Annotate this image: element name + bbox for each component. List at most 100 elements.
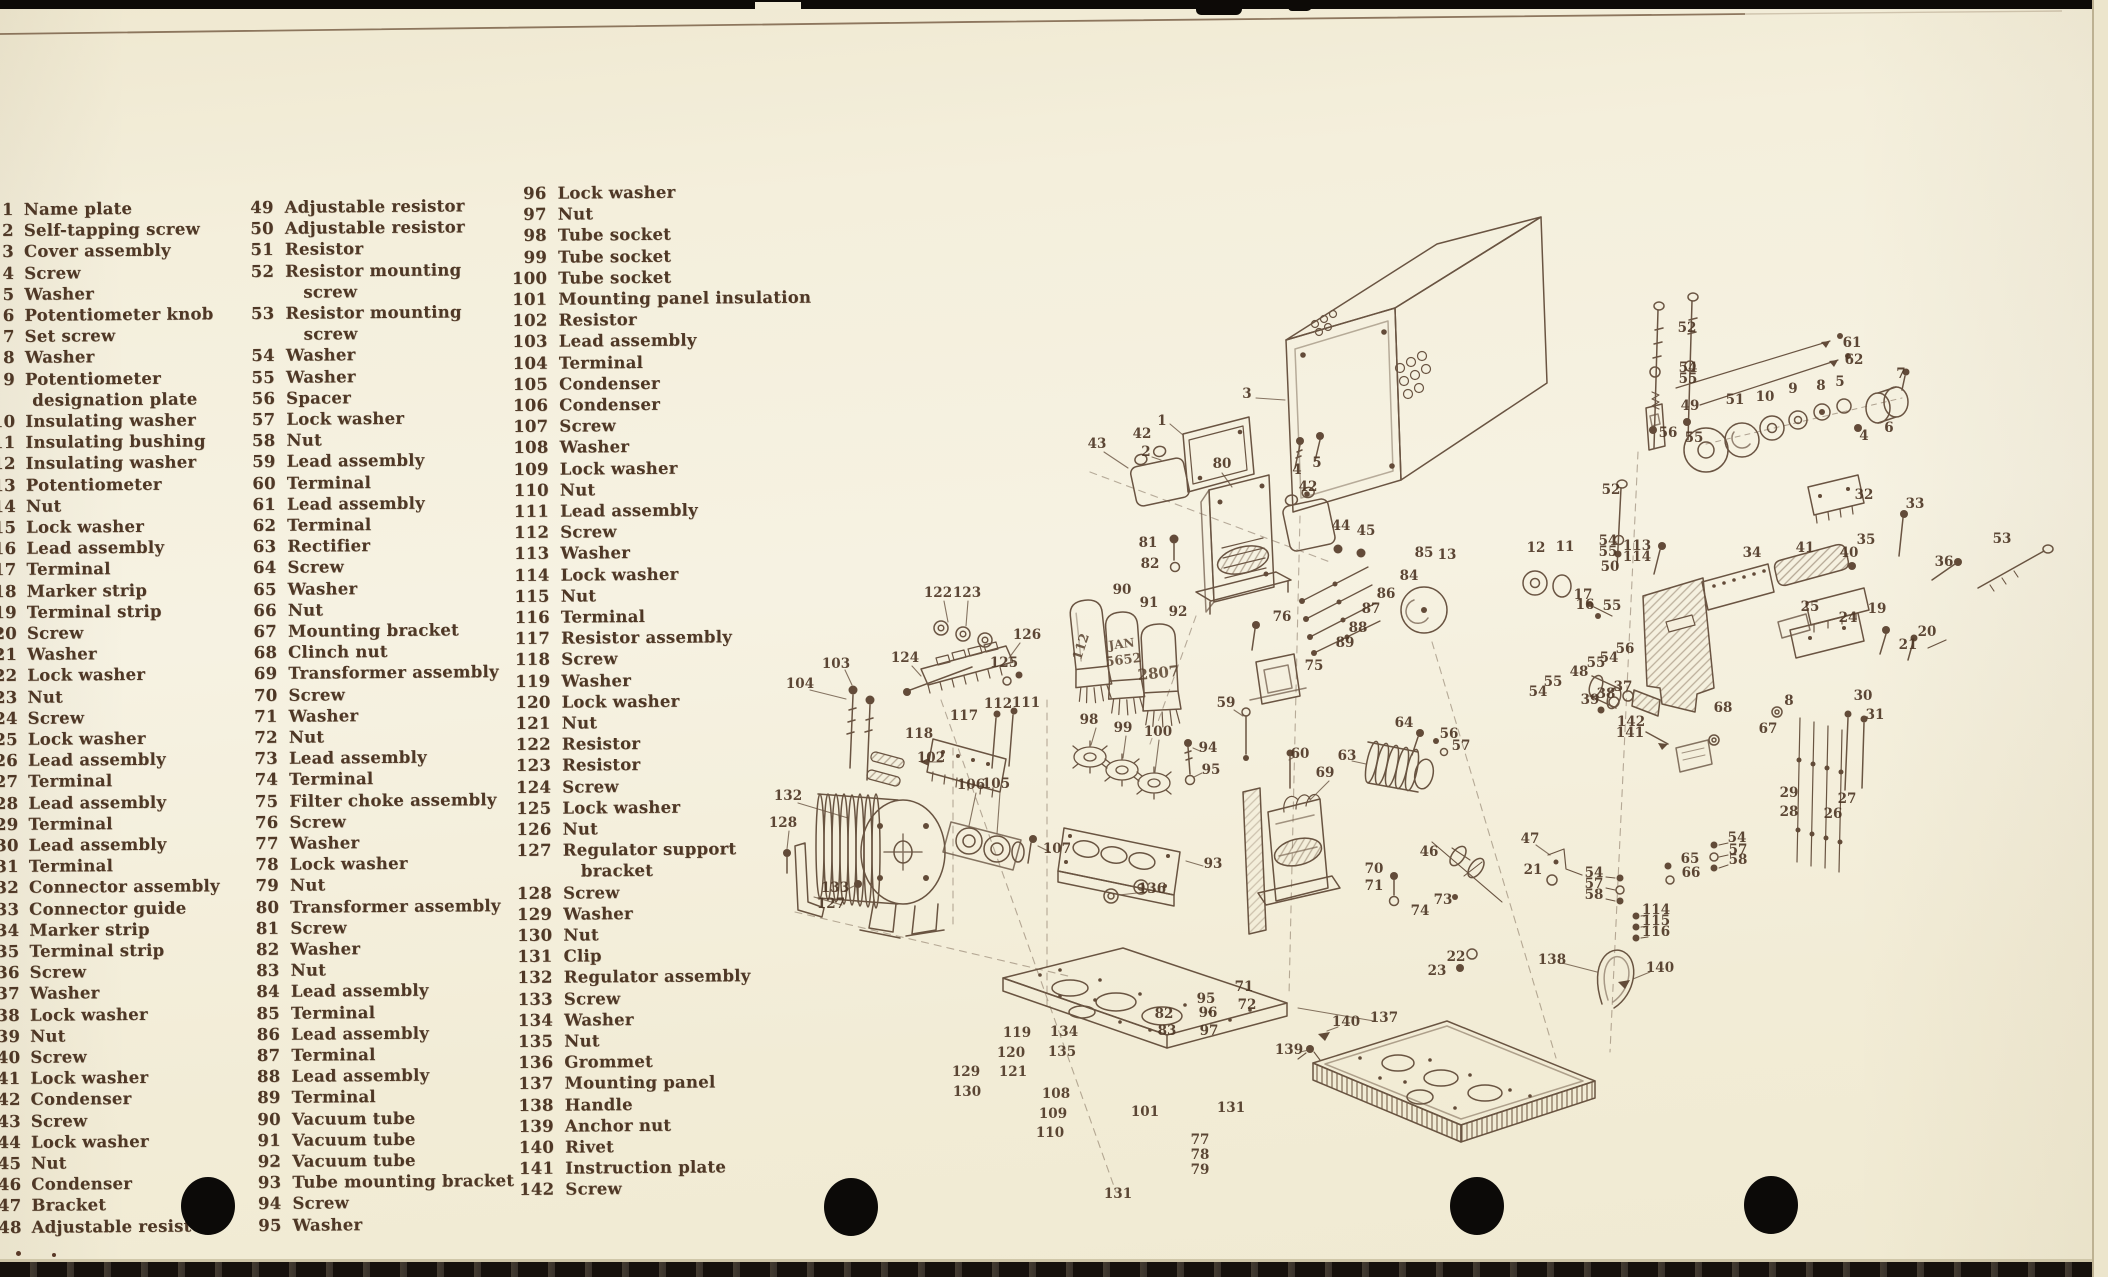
transformer-69 xyxy=(1242,787,1341,935)
diagram-callout: 82 xyxy=(1141,556,1160,572)
diagram-callout: 2 xyxy=(1141,444,1150,460)
diagram-callout: 90 xyxy=(1113,582,1132,598)
diagram-callout: 71 xyxy=(1365,878,1384,894)
diagram-callout: 55 xyxy=(1679,371,1698,387)
diagram-callout: 19 xyxy=(1868,601,1887,617)
diagram-callout: 122 xyxy=(924,585,952,601)
diagram-callout: 1 xyxy=(1157,413,1166,429)
diagram-callout: 22 xyxy=(1447,949,1466,965)
diagram-callout: 4 xyxy=(1859,428,1868,444)
filter-choke-75 xyxy=(1249,653,1307,705)
diagram-callout: 102 xyxy=(917,750,945,766)
punch-hole xyxy=(824,1178,878,1236)
condenser-42b xyxy=(1282,486,1336,552)
diagram-callout: 16 xyxy=(1576,597,1595,613)
diagram-callout: 66 xyxy=(1682,865,1701,881)
diagram-callout: 94 xyxy=(1199,740,1218,756)
diagram-callout: 123 xyxy=(953,585,981,601)
diagram-callout: 87 xyxy=(1362,601,1381,617)
diagram-callout: 99 xyxy=(1114,720,1133,736)
diagram-callout: 142 xyxy=(1617,714,1645,730)
diagram-callout: 78 xyxy=(1191,1147,1210,1163)
diagram-callout: 98 xyxy=(1080,712,1099,728)
diagram-callout: 29 xyxy=(1780,785,1799,801)
diagram-callout: 50 xyxy=(1601,559,1620,575)
diagram-callout: 119 xyxy=(1003,1025,1031,1041)
diagram-callout: 95 xyxy=(1202,762,1221,778)
diagram-callout: 54 xyxy=(1585,865,1604,881)
diagram-callout: 48 xyxy=(1570,664,1589,680)
diagram-callout: 129 xyxy=(952,1064,980,1080)
diagram-callout: 93 xyxy=(1204,856,1223,872)
diagram-callout: 59 xyxy=(1217,695,1236,711)
diagram-callout: 46 xyxy=(1420,844,1439,860)
diagram-callout: 114 xyxy=(1642,902,1670,918)
diagram-callout: 55 xyxy=(1599,544,1618,560)
diagram-callout: 56 xyxy=(1659,425,1678,441)
diagram-callout: 12 xyxy=(1527,540,1546,556)
diagram-callout: 37 xyxy=(1614,679,1633,695)
vacuum-tubes xyxy=(1069,599,1182,728)
diagram-callout: 80 xyxy=(1213,456,1232,472)
diagram-callout: 115 xyxy=(1642,913,1670,929)
diagram-callout: 141 xyxy=(1616,725,1644,741)
washer-train xyxy=(1683,368,1910,473)
diagram-callout: 77 xyxy=(1191,1132,1210,1148)
lead-assemblies xyxy=(1299,566,1381,656)
diagram-callout: 52 xyxy=(1678,320,1697,336)
diagram-callout: 45 xyxy=(1357,523,1376,539)
tube-sockets xyxy=(1072,740,1172,800)
rectifier-63 xyxy=(1364,740,1435,793)
diagram-callout: 116 xyxy=(1642,924,1670,940)
mounting-bracket-67 xyxy=(1631,577,1715,717)
diagram-callout: 89 xyxy=(1336,635,1355,651)
diagram-callout: 125 xyxy=(990,655,1018,671)
diagram-callout: 57 xyxy=(1585,876,1604,892)
diagram-callout: 35 xyxy=(1857,532,1876,548)
diagram-callout: 79 xyxy=(1191,1162,1210,1178)
diagram-callout: 21 xyxy=(1524,862,1543,878)
diagram-callout: 85 xyxy=(1415,545,1434,561)
tube-glass-label: 112 xyxy=(1070,632,1093,662)
diagram-callout: 10 xyxy=(1756,389,1775,405)
rule-line xyxy=(0,10,2063,35)
punch-hole xyxy=(1744,1176,1798,1234)
diagram-callout: 109 xyxy=(1039,1106,1067,1122)
diagram-callout: 113 xyxy=(1623,538,1651,554)
handle-138 xyxy=(1596,949,1635,1009)
diagram-callout: 126 xyxy=(1013,627,1041,643)
diagram-callout: 117 xyxy=(950,708,978,724)
diagram-callout: 42 xyxy=(1133,426,1152,442)
diagram-callout: 118 xyxy=(905,726,933,742)
diagram-callout: 4 xyxy=(1292,462,1301,478)
diagram-callout: 57 xyxy=(1452,738,1471,754)
diagram-callout: 55 xyxy=(1544,674,1563,690)
diagram-callout: 105 xyxy=(982,776,1010,792)
diagram-callout: 91 xyxy=(1140,595,1159,611)
diagram-callout: 55 xyxy=(1685,430,1704,446)
diagram-callout: 51 xyxy=(1726,392,1745,408)
diagram-callout: 138 xyxy=(1538,952,1566,968)
diagram-callout: 69 xyxy=(1316,765,1335,781)
scan-top-edge xyxy=(0,0,2108,9)
diagram-callout: 104 xyxy=(786,676,814,692)
marker-strips xyxy=(1701,543,1870,659)
diagram-callout: 32 xyxy=(1855,487,1874,503)
diagram-callout: 121 xyxy=(999,1064,1027,1080)
resistor-mounting-screws xyxy=(1588,292,1699,714)
condenser-42a xyxy=(1129,445,1191,507)
diagram-callout: 40 xyxy=(1840,545,1859,561)
diagram-callout: 58 xyxy=(1585,887,1604,903)
diagram-callout: 88 xyxy=(1349,620,1368,636)
diagram-callout: 7 xyxy=(1896,366,1905,382)
diagram-callout: 43 xyxy=(1088,436,1107,452)
diagram-callout: 11 xyxy=(1556,539,1575,555)
diagram-callout: 67 xyxy=(1759,721,1778,737)
diagram-callout: 120 xyxy=(997,1045,1025,1061)
diagram-callout: 55 xyxy=(1603,598,1622,614)
resistor-board xyxy=(903,620,1023,696)
diagram-callout: 6 xyxy=(1884,420,1893,436)
cover-box xyxy=(1285,216,1548,513)
diagram-callout: 112 xyxy=(984,696,1012,712)
